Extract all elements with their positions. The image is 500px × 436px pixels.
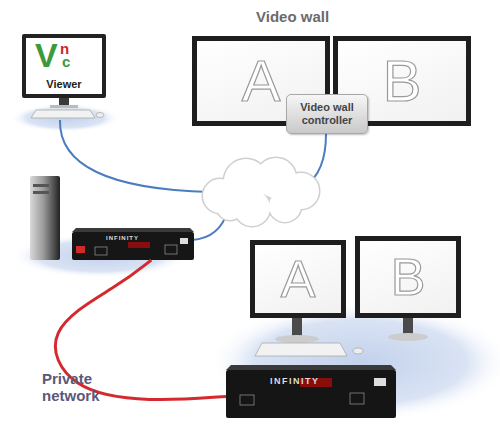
monitor-base [50, 105, 78, 108]
unit-badge [374, 378, 386, 386]
node-text: Video wall [256, 8, 329, 25]
node-text: B [383, 52, 422, 110]
unit-display [128, 242, 150, 248]
node-text: c [62, 54, 70, 69]
node-text: Viewer [26, 78, 102, 90]
receiver-screen: A [250, 240, 346, 318]
floor-shadow [208, 302, 500, 422]
receiver-unit: INFINITY [226, 370, 396, 418]
node-text: INFINITY [270, 376, 320, 386]
status-light [76, 246, 85, 253]
keyboard [255, 343, 347, 356]
monitor-base [388, 333, 428, 341]
unit-port [240, 395, 254, 405]
node-text: INFINITY [106, 235, 139, 241]
node-text: B [391, 251, 426, 303]
unit-top [72, 228, 194, 232]
unit-badge [180, 238, 188, 244]
node-text: A [242, 52, 281, 110]
client-monitor: VncViewer [22, 34, 106, 98]
drive-bay [33, 191, 49, 194]
controller-box: Video wall controller [286, 94, 368, 134]
monitor-stand [59, 97, 69, 106]
transmitter-unit: INFINITY [72, 232, 194, 260]
node-text: V [35, 38, 58, 72]
edge-label: Private network [42, 370, 122, 405]
mouse [353, 348, 363, 354]
transmitter-body [72, 232, 194, 260]
unit-port [350, 393, 364, 404]
unit-port [95, 247, 107, 255]
node-text: Video wall controller [291, 101, 363, 126]
unit-top [226, 365, 396, 370]
unit-port [165, 245, 177, 254]
drive-bay [33, 184, 49, 187]
floor-shadow [10, 104, 120, 132]
network-cable [60, 120, 210, 192]
keyboard [31, 110, 95, 118]
receiver-body [226, 370, 396, 418]
mouse [96, 113, 104, 118]
network-cloud [203, 158, 319, 226]
receiver-screen: B [355, 236, 461, 318]
monitor-base [275, 335, 319, 343]
monitor-stand [292, 316, 302, 338]
pc-tower [30, 176, 60, 260]
node-text: A [281, 253, 316, 305]
